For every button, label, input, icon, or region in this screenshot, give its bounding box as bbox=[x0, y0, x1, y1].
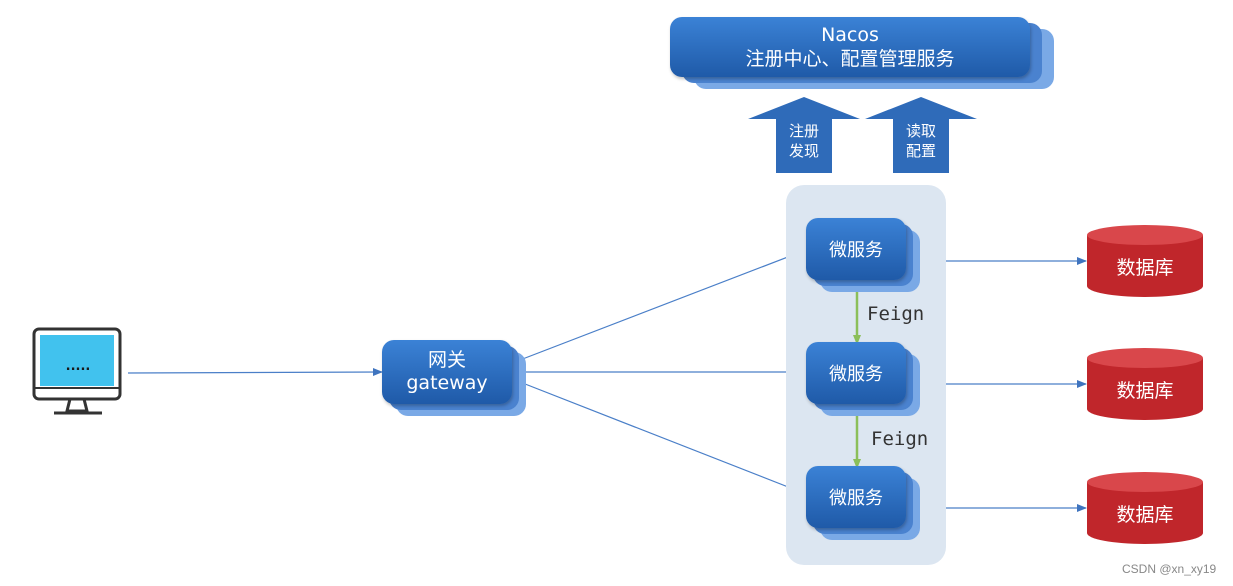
database-label-2: 数据库 bbox=[1116, 380, 1174, 402]
read-config-arrow bbox=[865, 97, 977, 173]
client-to-gateway-link bbox=[127, 368, 383, 377]
microservice-label: 微服务 bbox=[829, 364, 883, 385]
config-label: 配置 bbox=[905, 142, 936, 160]
nacos-subtitle: 注册中心、配置管理服务 bbox=[745, 48, 955, 70]
microservice-label: 微服务 bbox=[829, 240, 883, 261]
gateway-label-cn: 网关 bbox=[427, 349, 466, 371]
gateway-to-service-3-link bbox=[519, 381, 807, 495]
read-label: 读取 bbox=[905, 122, 936, 140]
register-discover-label: 注册 发现 bbox=[774, 121, 834, 161]
database-label-1: 数据库 bbox=[1116, 257, 1174, 279]
nacos-title: Nacos bbox=[821, 24, 879, 46]
gateway-label-en: gateway bbox=[406, 372, 488, 394]
screen-text: ..... bbox=[65, 359, 91, 374]
microservice-label: 微服务 bbox=[829, 488, 883, 509]
register-discover-arrow bbox=[748, 97, 860, 173]
read-config-label: 读取 配置 bbox=[891, 121, 951, 161]
database-icon-3 bbox=[1087, 472, 1203, 544]
database-icon-2 bbox=[1087, 348, 1203, 420]
discover-label: 发现 bbox=[788, 142, 819, 160]
gateway-to-service-1-link bbox=[519, 249, 807, 361]
feign-label-2: Feign bbox=[871, 428, 929, 450]
computer-monitor-icon bbox=[32, 327, 122, 415]
database-icon-1 bbox=[1087, 225, 1203, 297]
watermark: CSDN @xn_xy19 bbox=[1122, 562, 1217, 576]
register-label: 注册 bbox=[788, 122, 819, 140]
database-label-3: 数据库 bbox=[1116, 504, 1174, 526]
feign-label-1: Feign bbox=[867, 303, 925, 325]
